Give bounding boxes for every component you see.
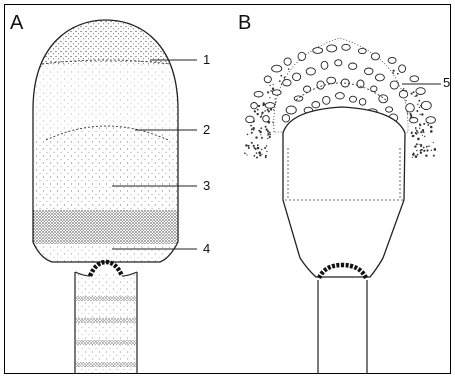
vesicle-cell xyxy=(426,117,436,124)
vesicle-cell xyxy=(323,96,330,104)
vesicle-cell xyxy=(286,106,296,114)
vesicle-cell xyxy=(298,52,306,60)
vesicle-cell xyxy=(364,68,373,75)
vesicle-cell xyxy=(416,88,425,95)
fringe-tuft xyxy=(412,142,436,158)
vesicle-cell xyxy=(251,103,258,109)
callout-1: 1 xyxy=(203,52,210,67)
vesicle-cell xyxy=(386,107,393,112)
vesicle-cell xyxy=(306,68,315,75)
vesicle-cell xyxy=(399,65,406,73)
vesicle-cell xyxy=(327,77,336,84)
panel-b-letter: B xyxy=(238,12,251,35)
vesicle-cell xyxy=(342,44,350,50)
vesicle-cell xyxy=(272,65,282,72)
vesicle-cell xyxy=(293,73,301,81)
vesicle-cell xyxy=(294,96,303,101)
vesicle-cell xyxy=(371,53,379,60)
vesicle-cell xyxy=(359,99,366,106)
vesicle-cell xyxy=(410,118,418,123)
vesicle-cell xyxy=(390,81,398,89)
vesicle-cell xyxy=(284,58,291,65)
vesicle-cell xyxy=(313,48,323,54)
vesicle-cell xyxy=(358,48,366,53)
vesicle-cell xyxy=(388,57,396,63)
vesicle-cell xyxy=(327,45,337,52)
vesicle-cell xyxy=(350,96,357,102)
vesicle-cell xyxy=(264,76,271,83)
vesicle-cell xyxy=(379,95,388,103)
vesicle-cell xyxy=(336,93,345,99)
panel-a-letter: A xyxy=(10,12,23,35)
panel-b-drawing xyxy=(244,38,436,374)
vesicle-cell xyxy=(349,63,357,69)
callout-5: 5 xyxy=(443,75,450,90)
vesicle-cell xyxy=(421,101,431,109)
vesicle-cell xyxy=(263,116,270,122)
vesicle-cell xyxy=(246,116,254,123)
vesicle-cell xyxy=(272,90,281,95)
vesicle-cell xyxy=(410,76,419,82)
callout-4: 4 xyxy=(203,241,210,256)
vesicle-cell xyxy=(265,103,275,109)
vesicle-cell xyxy=(254,91,263,97)
vesicle-cell xyxy=(312,102,320,108)
callout-3: 3 xyxy=(203,178,210,193)
vesicle-cell xyxy=(406,104,415,112)
callout-2: 2 xyxy=(203,122,210,137)
vesicle-cell xyxy=(335,60,342,66)
vesicle-cell xyxy=(399,91,407,98)
vesicle-cell xyxy=(317,81,324,89)
vesicle-cell xyxy=(283,79,291,86)
panel-a-drawing xyxy=(30,15,182,374)
fringe-tuft xyxy=(411,122,433,141)
vesicle-cell xyxy=(321,61,328,69)
vesicle-cell xyxy=(375,74,384,81)
vesicle-cell xyxy=(282,115,289,123)
fringe-tuft xyxy=(244,142,267,159)
